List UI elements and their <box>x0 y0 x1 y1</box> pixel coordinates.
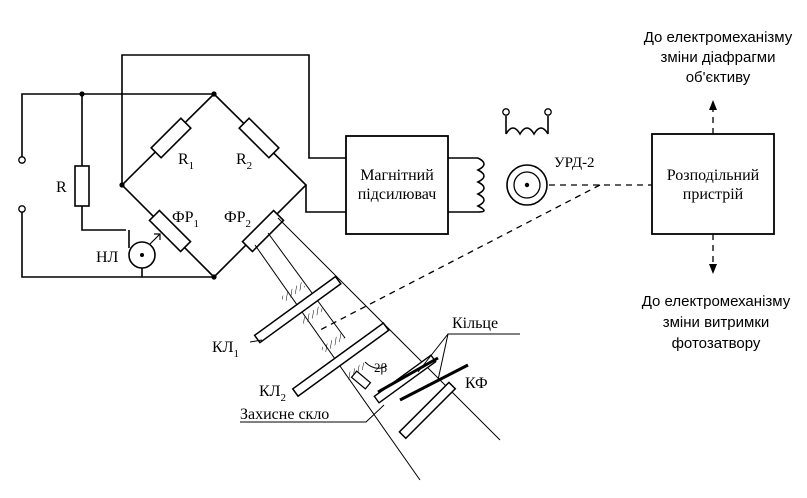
aperture-line3: об'єктиву <box>686 69 751 86</box>
terminal-top <box>18 156 26 164</box>
resistor-r <box>74 165 90 207</box>
wire-top-left <box>21 93 214 157</box>
shutter-line3: фотозатвору <box>672 335 761 352</box>
junction-bottom <box>211 274 217 280</box>
label-kl1: КЛ1 <box>212 339 239 360</box>
output-shutter-text: До електромеханізму зміни витримки фотоз… <box>642 293 791 352</box>
leader-lines <box>240 333 520 423</box>
amplifier-line1: Магнітний <box>360 167 434 184</box>
glass-leader <box>240 404 385 423</box>
output-aperture-text: До електромеханізму зміни діафрагми об'є… <box>644 29 793 86</box>
link-arrowheads <box>709 100 717 274</box>
label-r: R <box>56 179 67 196</box>
terminals <box>18 108 552 213</box>
label-kl2: КЛ2 <box>259 383 286 404</box>
amplifier-line2: підсилювач <box>358 186 437 203</box>
label-r2: R2 <box>236 151 252 172</box>
label-angle: 2β <box>374 360 388 375</box>
fr1-light-arrows <box>149 233 161 245</box>
label-nl: НЛ <box>96 249 119 266</box>
wiring <box>21 54 549 278</box>
terminal-coil-right <box>544 108 552 116</box>
magnetic-amplifier-box <box>345 135 449 235</box>
shutter-line1: До електромеханізму <box>642 293 791 310</box>
optical-beams <box>254 217 501 481</box>
urd-motor <box>506 164 548 206</box>
wire-bottom-left <box>21 212 214 278</box>
label-fr2: ФР2 <box>224 209 251 230</box>
resistor-r2 <box>238 117 280 159</box>
distributor-box <box>651 133 775 235</box>
shutter-line2: зміни витримки <box>663 314 770 331</box>
photoresistor-fr1 <box>148 209 192 253</box>
wire-resistor-r-lower <box>81 206 126 231</box>
terminal-bottom <box>18 205 26 213</box>
junction-r <box>79 91 85 97</box>
distributor-line2: пристрій <box>683 186 744 203</box>
ring-leader-2 <box>437 333 449 381</box>
junctions <box>79 91 217 280</box>
indicator-lamp <box>350 370 372 390</box>
angle-arc <box>364 361 388 369</box>
junction-left <box>119 182 125 188</box>
label-fr1: ФР1 <box>172 209 199 230</box>
kl1-leader <box>249 339 263 343</box>
label-glass: Захисне скло <box>240 406 329 423</box>
wedge-kl2 <box>291 321 390 398</box>
urd-label: УРД-2 <box>554 155 595 171</box>
terminal-coil-left <box>502 108 510 116</box>
upper-coil <box>505 127 549 136</box>
aperture-line2: зміни діафрагми <box>661 49 776 66</box>
label-ring: Кільце <box>452 315 498 332</box>
resistor-r1 <box>150 117 192 159</box>
filter-kf <box>398 363 469 440</box>
wire-bridge-to-amplifier-top <box>121 54 346 185</box>
wedge-kl1 <box>253 275 342 344</box>
bridge-right-arm <box>213 93 308 278</box>
lamp-nl <box>128 230 156 277</box>
label-r1: R1 <box>178 151 194 172</box>
mechanical-links <box>319 106 714 331</box>
ring-leader <box>417 333 520 373</box>
wire-bridge-to-amplifier-bottom <box>305 185 346 213</box>
output-coil <box>476 157 485 213</box>
protective-glass <box>373 354 439 404</box>
label-kf: КФ <box>465 375 488 392</box>
distributor-line1: Розподільний <box>667 167 760 184</box>
link-motor-kl1 <box>319 184 601 331</box>
aperture-line1: До електромеханізму <box>644 29 793 46</box>
junction-top <box>211 91 217 97</box>
photoresistor-fr2 <box>241 209 285 253</box>
